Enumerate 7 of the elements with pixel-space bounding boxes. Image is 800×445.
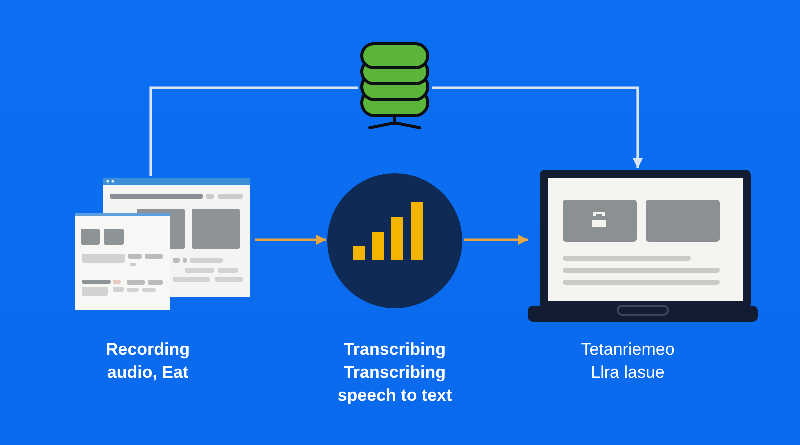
node-caption: Transcribing Transcribing speech to text bbox=[336, 339, 454, 407]
node-caption: Tetanriemeo Llra lasue bbox=[580, 339, 676, 384]
arrow bbox=[464, 234, 529, 246]
arrow bbox=[432, 86, 644, 169]
connector-line bbox=[150, 86, 358, 176]
node-caption: Recording audio, Eat bbox=[104, 339, 192, 384]
arrow bbox=[255, 234, 327, 246]
